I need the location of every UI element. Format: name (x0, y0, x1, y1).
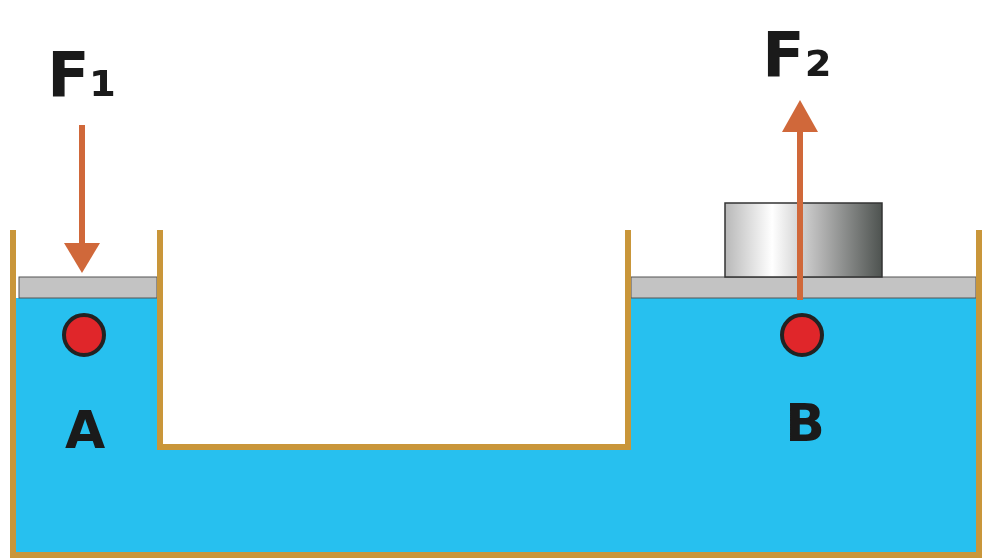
force-label: F₁ (47, 44, 117, 106)
point-label: B (785, 397, 825, 449)
force-label: F₂ (762, 24, 832, 86)
large-piston (631, 277, 976, 298)
small-piston (19, 277, 157, 298)
pressure-points (64, 315, 822, 355)
force-arrows (64, 100, 818, 300)
weight-block (725, 203, 882, 277)
point-label: A (65, 404, 105, 456)
container-walls (13, 230, 979, 555)
